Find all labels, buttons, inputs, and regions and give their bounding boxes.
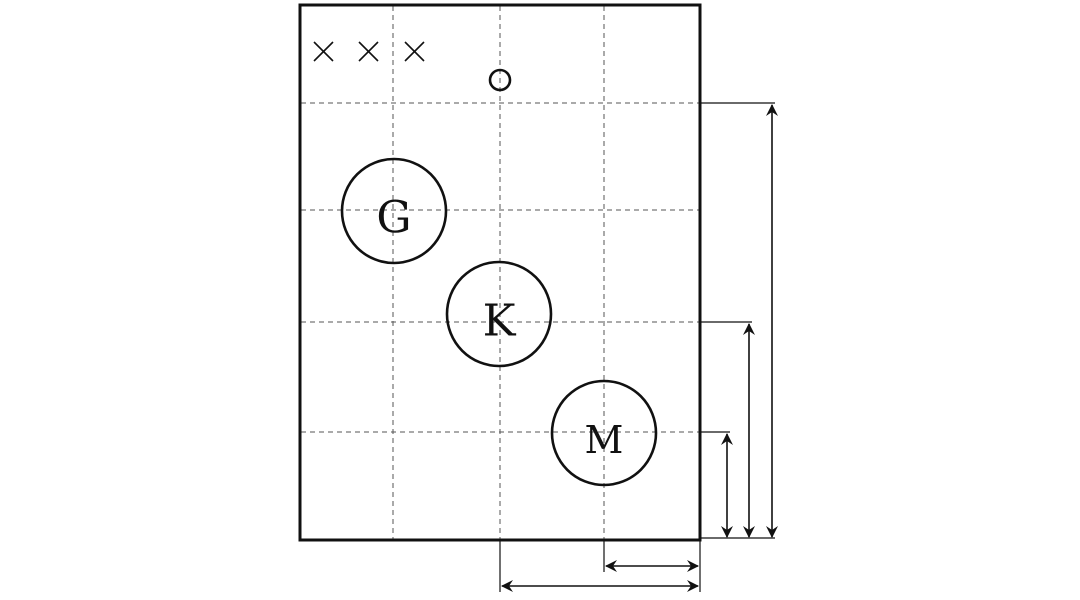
circle-m: M bbox=[550, 379, 658, 487]
grid-lines bbox=[301, 6, 699, 539]
small-circle-mark bbox=[488, 68, 512, 92]
circle-g: G bbox=[340, 157, 448, 265]
horizontal-dimension-arrows bbox=[501, 560, 699, 592]
circle-k: K bbox=[445, 260, 553, 368]
vertical-dimension-arrows bbox=[721, 104, 778, 538]
circle-k-label: K bbox=[483, 296, 517, 347]
circle-m-label: M bbox=[585, 418, 624, 462]
cross-mark-3 bbox=[404, 41, 425, 62]
cross-mark-1 bbox=[313, 41, 334, 62]
circle-g-label: G bbox=[376, 193, 411, 244]
extension-lines bbox=[499, 102, 775, 592]
cross-mark-2 bbox=[358, 41, 379, 62]
cross-marks bbox=[313, 41, 425, 62]
